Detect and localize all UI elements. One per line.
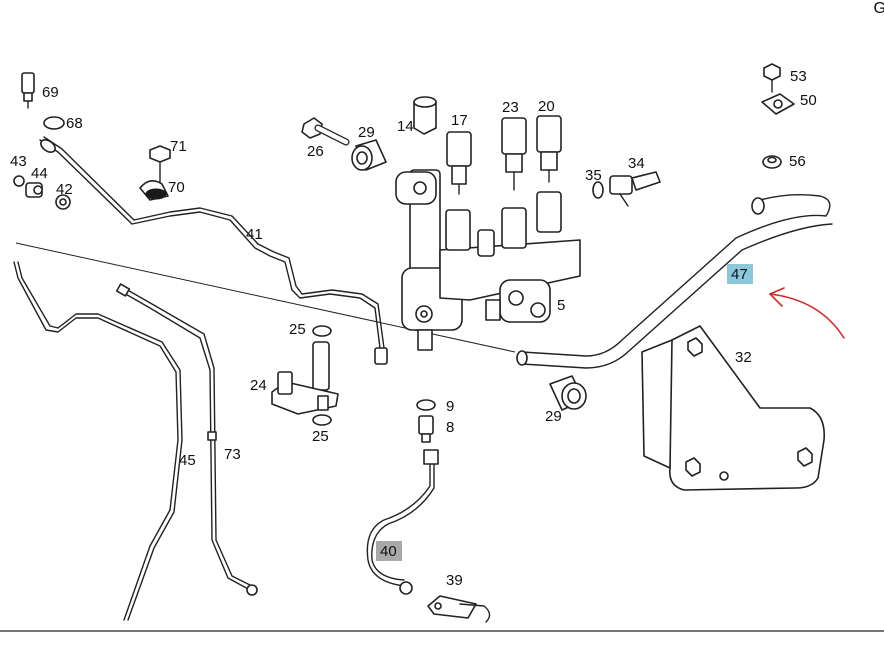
label-39: 39 [446,572,463,589]
part-25-seal-bottom[interactable] [312,414,332,426]
part-56-grommet[interactable] [762,155,782,169]
part-70-clip[interactable] [139,180,169,201]
part-45-pipe[interactable] [13,261,179,621]
part-71-bolt[interactable] [149,145,171,183]
part-40-fitting [423,449,439,465]
label-45: 45 [179,452,196,469]
part-8-fitting[interactable] [418,415,434,443]
label-24: 24 [250,377,267,394]
part-20-sensor[interactable] [536,115,562,183]
part-35-washer[interactable] [592,181,604,199]
part-69-sensor[interactable] [21,72,35,109]
label-40-highlight [376,541,402,561]
label-9: 9 [446,398,454,415]
part-5-valve-block[interactable] [395,169,581,351]
part-73-end-fitting [115,283,131,297]
part-25-seal-top[interactable] [312,325,332,337]
part-73-clip [207,431,217,441]
part-73-pipe[interactable] [121,291,251,591]
label-53: 53 [790,68,807,85]
label-68: 68 [66,115,83,132]
label-32: 32 [735,349,752,366]
label-47-highlight [727,264,753,284]
part-29-bushing-top[interactable] [351,139,387,171]
part-47-hose[interactable] [516,193,833,369]
label-50: 50 [800,92,817,109]
label-29-bottom: 29 [545,408,562,425]
part-14-sleeve[interactable] [413,96,437,135]
part-73-end-nut [246,584,258,596]
corner-mark: G [873,0,884,17]
label-43: 43 [10,153,27,170]
part-26-bolt[interactable] [301,117,350,146]
label-56: 56 [789,153,806,170]
part-50-clip-nut[interactable] [761,93,795,115]
label-20: 20 [538,98,555,115]
part-23-sensor[interactable] [501,117,527,191]
part-41-end-fitting [40,139,388,365]
part-17-sensor[interactable] [446,131,472,195]
label-25-bottom: 25 [312,428,329,445]
label-47: 47 [731,266,748,283]
part-43-plug[interactable] [13,175,25,187]
label-29-top: 29 [358,124,375,141]
label-26: 26 [307,143,324,160]
label-73: 73 [224,446,241,463]
part-24-valve[interactable] [271,341,339,415]
part-9-washer[interactable] [416,399,436,411]
label-14: 14 [397,118,414,135]
label-35: 35 [585,167,602,184]
part-40-pipe[interactable] [366,453,431,587]
part-39-bracket[interactable] [427,595,491,623]
part-68-washer[interactable] [43,116,65,130]
part-53-bolt[interactable] [763,63,781,93]
label-17: 17 [451,112,468,129]
label-23: 23 [502,99,519,116]
red-annotation-arrow [769,287,845,339]
part-42-union[interactable] [55,194,71,210]
part-41-pipe[interactable] [39,139,381,349]
label-5: 5 [557,297,565,314]
part-29-bushing-bottom[interactable] [549,375,587,411]
label-70: 70 [168,179,185,196]
label-42: 42 [56,181,73,198]
label-44: 44 [31,165,48,182]
part-32-bracket[interactable] [641,325,826,491]
label-34: 34 [628,155,645,172]
label-71: 71 [170,138,187,155]
label-41: 41 [246,226,263,243]
part-40-end-nut [399,581,413,595]
label-69: 69 [42,84,59,101]
part-44-nut[interactable] [25,182,43,198]
label-8: 8 [446,419,454,436]
label-40: 40 [380,543,397,560]
part-34-fitting[interactable] [609,171,661,207]
label-25-top: 25 [289,321,306,338]
